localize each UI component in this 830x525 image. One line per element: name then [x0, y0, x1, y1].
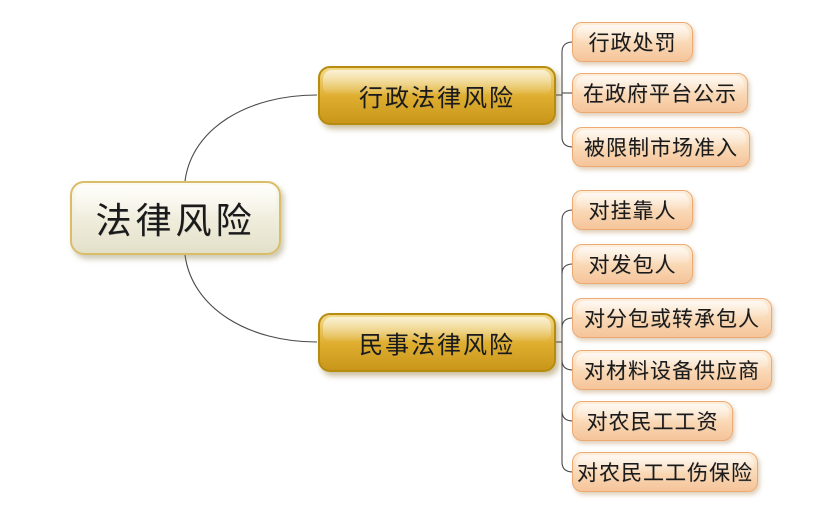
node-leaf-migrant-worker-wages[interactable]: 对农民工工资	[572, 401, 733, 441]
node-root-label: 法律风险	[95, 201, 256, 242]
node-leaf-government-platform-publicity[interactable]: 在政府平台公示	[572, 73, 748, 113]
civil-child2-hook	[561, 263, 574, 275]
leaf-label: 对挂靠人	[588, 199, 677, 223]
leaf-label: 对农民工工伤保险	[577, 461, 753, 485]
node-leaf-material-equipment-supplier[interactable]: 对材料设备供应商	[572, 350, 772, 390]
node-leaf-administrative-penalty[interactable]: 行政处罚	[572, 22, 693, 62]
node-branch-administrative-legal-risk[interactable]: 行政法律风险	[318, 66, 556, 125]
civil-children-bracket	[561, 209, 574, 473]
leaf-label: 对农民工工资	[586, 410, 719, 434]
admin-children-bracket	[561, 41, 574, 148]
node-leaf-subcontractor[interactable]: 对分包或转承包人	[572, 298, 772, 338]
civil-child4-hook	[561, 359, 574, 371]
leaf-label: 在政府平台公示	[583, 82, 737, 106]
node-leaf-affiliated-person[interactable]: 对挂靠人	[572, 190, 693, 230]
node-branch-civil-legal-risk[interactable]: 民事法律风险	[318, 313, 556, 372]
branch-label: 行政法律风险	[359, 84, 515, 112]
branch-label: 民事法律风险	[359, 331, 515, 359]
node-leaf-market-access-restricted[interactable]: 被限制市场准入	[572, 127, 750, 167]
leaf-label: 对发包人	[588, 253, 677, 277]
curve-root-to-civil-branch	[184, 254, 318, 343]
node-root-legal-risk[interactable]: 法律风险	[70, 181, 281, 255]
node-leaf-migrant-worker-injury-insurance[interactable]: 对农民工工伤保险	[572, 452, 758, 492]
civil-child5-hook	[561, 410, 574, 422]
leaf-label: 对材料设备供应商	[584, 359, 760, 383]
civil-child3-hook	[561, 317, 574, 329]
leaf-label: 对分包或转承包人	[584, 307, 760, 331]
leaf-label: 被限制市场准入	[584, 136, 738, 160]
node-leaf-employer[interactable]: 对发包人	[572, 244, 693, 284]
curve-root-to-admin-branch	[184, 94, 318, 182]
leaf-label: 行政处罚	[588, 31, 677, 55]
